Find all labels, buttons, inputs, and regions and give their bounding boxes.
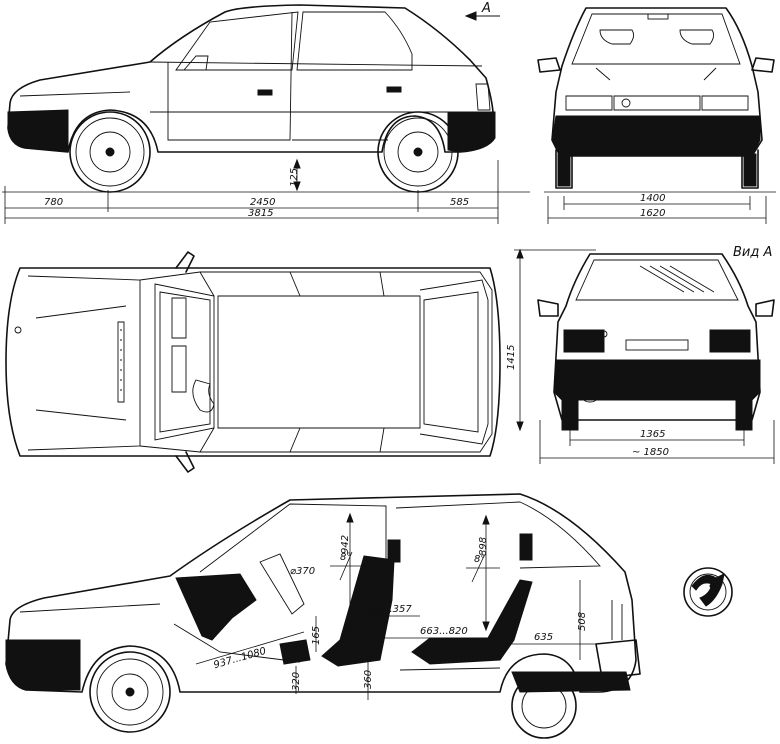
rear-overhang-label: 585 xyxy=(450,197,469,208)
headroom-front-label: 942 xyxy=(340,535,351,554)
floor-offset-label: 320 xyxy=(291,672,302,691)
seat-height-label: 360 xyxy=(363,670,374,689)
top-view-car xyxy=(5,251,501,473)
rear-view-car xyxy=(537,253,775,431)
rear-view-title: Вид А xyxy=(733,245,772,260)
overall-width-label: 1620 xyxy=(640,208,665,219)
mirror-width-label: ~ 1850 xyxy=(632,447,669,458)
wheelbase-label: 2450 xyxy=(250,197,275,208)
seat-angle-rear-label: 8° xyxy=(474,554,485,565)
brand-emblem-icon xyxy=(683,567,733,617)
front-view-car xyxy=(537,7,775,189)
steering-wheel-label: ⌀370 xyxy=(290,566,315,577)
view-a-arrow: A xyxy=(464,1,500,21)
side-view-car xyxy=(7,4,496,193)
pedal-height-label: 165 xyxy=(311,626,322,645)
boot-length-label: 635 xyxy=(534,632,553,643)
pedal-to-seat-label: 937...1080 xyxy=(212,646,267,671)
ground-clearance-label: 125 xyxy=(289,168,300,187)
rear-legroom-label: 663...820 xyxy=(420,626,468,637)
front-view-dimensions: 1400 1620 xyxy=(544,191,776,224)
view-arrow-label: A xyxy=(481,1,491,16)
rear-view-dimensions: 1415 1365 ~ 1850 xyxy=(506,248,775,464)
headroom-rear-label: 898 xyxy=(478,537,489,556)
side-view-dimensions: 780 2450 585 3815 125 xyxy=(2,158,530,224)
overall-length-label: 3815 xyxy=(248,208,273,219)
front-track-label: 1400 xyxy=(640,193,665,204)
seat-angle-front-label: 8° xyxy=(340,552,351,563)
seat-travel-label: 200...357 xyxy=(364,604,412,615)
front-overhang-label: 780 xyxy=(44,197,63,208)
height-label: 1415 xyxy=(506,345,517,370)
boot-height-label: 508 xyxy=(577,612,588,631)
rear-track-label: 1365 xyxy=(640,429,665,440)
section-view-car xyxy=(5,493,641,739)
